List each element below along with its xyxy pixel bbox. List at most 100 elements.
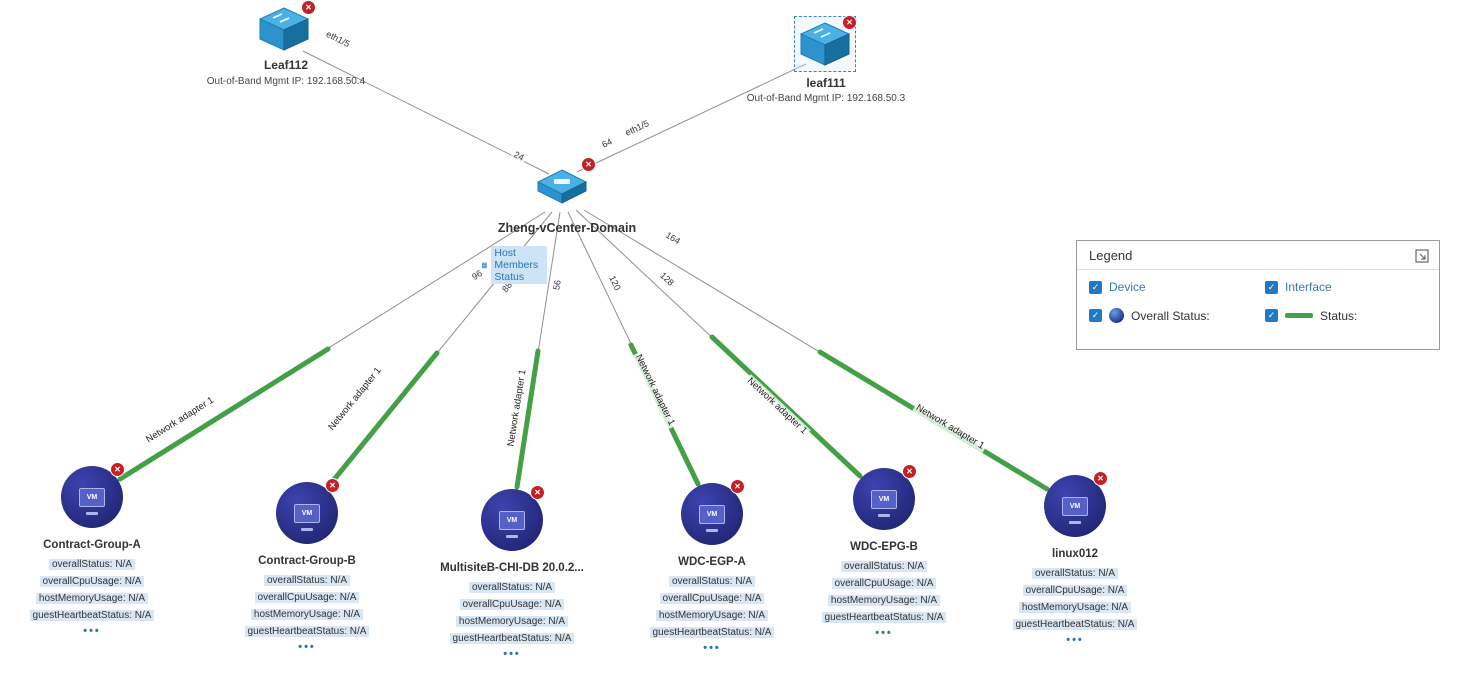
edge-vcenter-leaf111[interactable] — [576, 63, 807, 173]
vm-monitor-icon: VM — [699, 504, 725, 524]
vm-attributes: overallStatus: N/A overallCpuUsage: N/A … — [975, 564, 1175, 632]
selection-box: ✕ — [794, 15, 857, 72]
vm-monitor-stand — [86, 512, 98, 515]
more-options-icon[interactable]: ••• — [298, 641, 316, 653]
vm-node-contract-group-b: VM ✕ Contract-Group-B overallStatus: N/A… — [207, 478, 407, 653]
vm-monitor-stand — [301, 528, 313, 531]
vm-node-linux012: VM ✕ linux012 overallStatus: N/A overall… — [975, 471, 1175, 646]
vm-attr: overallStatus: N/A — [48, 559, 136, 570]
vm-attr: overallStatus: N/A — [668, 576, 756, 587]
node-label-leaf112: Leaf112 — [263, 58, 309, 72]
critical-alert-badge-icon: ✕ — [581, 157, 596, 172]
vds-3d-icon — [536, 169, 588, 204]
vds-switch-icon[interactable]: ✕ — [536, 157, 596, 206]
status-link-vm1[interactable] — [117, 346, 331, 482]
vm-monitor-stand — [878, 514, 890, 517]
vm-icon[interactable]: VM ✕ — [853, 464, 917, 530]
vm-attr: guestHeartbeatStatus: N/A — [821, 612, 947, 623]
vm-attr: overallStatus: N/A — [1031, 568, 1119, 579]
vm-attr: overallStatus: N/A — [468, 582, 556, 593]
vm-monitor-stand — [1069, 521, 1081, 524]
leaf-switch-icon[interactable]: ✕ — [799, 15, 857, 67]
vm-icon[interactable]: VM ✕ — [61, 462, 125, 528]
mgmt-ip-label-leaf111: Out-of-Band Mgmt IP: 192.168.50.3 — [746, 93, 906, 104]
legend-title: Legend — [1089, 248, 1133, 263]
vm-monitor-icon: VM — [1062, 496, 1088, 516]
vm-attributes: overallStatus: N/A overallCpuUsage: N/A … — [612, 572, 812, 640]
vm-attr: guestHeartbeatStatus: N/A — [29, 610, 155, 621]
more-options-icon[interactable]: ••• — [1066, 634, 1084, 646]
vm-name-label: MultisiteB-CHI-DB 20.0.2... — [440, 562, 584, 574]
vm-icon[interactable]: VM ✕ — [481, 485, 545, 551]
edge-vcenter-leaf112[interactable] — [302, 50, 550, 175]
vm-icon[interactable]: VM ✕ — [276, 478, 340, 544]
status-checkbox[interactable]: ✓ — [1265, 309, 1278, 322]
vm-attr: hostMemoryUsage: N/A — [1018, 602, 1132, 613]
critical-alert-badge-icon: ✕ — [902, 464, 917, 479]
vm-icon[interactable]: VM ✕ — [681, 479, 745, 545]
critical-alert-badge-icon: ✕ — [1093, 471, 1108, 486]
vm-attributes: overallStatus: N/A overallCpuUsage: N/A … — [784, 557, 984, 625]
vm-attr: hostMemoryUsage: N/A — [35, 593, 149, 604]
more-options-icon[interactable]: ••• — [83, 625, 101, 637]
table-grid-icon — [482, 262, 488, 268]
vm-icon[interactable]: VM ✕ — [1044, 471, 1108, 537]
legend-label-status: Status: — [1320, 308, 1358, 323]
vm-attr: overallCpuUsage: N/A — [1022, 585, 1128, 596]
vm-attr: hostMemoryUsage: N/A — [250, 609, 364, 620]
node-label-leaf111: leaf111 — [806, 76, 846, 90]
vm-name-label: Contract-Group-A — [43, 539, 141, 551]
vm-attr: overallCpuUsage: N/A — [831, 578, 937, 589]
vm-attr: hostMemoryUsage: N/A — [655, 610, 769, 621]
status-link-vm2[interactable] — [325, 350, 440, 490]
vm-attr: overallCpuUsage: N/A — [254, 592, 360, 603]
status-link-vm3[interactable] — [514, 348, 541, 490]
vm-name-label: linux012 — [1051, 548, 1099, 560]
legend-label-overall-status: Overall Status: — [1131, 308, 1210, 323]
legend-item-device: ✓ Device — [1089, 280, 1265, 294]
vm-name-label: WDC-EPG-B — [850, 541, 918, 553]
vm-attr: hostMemoryUsage: N/A — [455, 616, 569, 627]
switch-3d-icon — [799, 22, 851, 66]
vm-attr: overallStatus: N/A — [263, 575, 351, 586]
legend-label-device: Device — [1109, 280, 1146, 294]
vm-attr: guestHeartbeatStatus: N/A — [449, 633, 575, 644]
host-members-status-label: Host Members Status — [491, 246, 547, 284]
vm-monitor-icon: VM — [294, 503, 320, 523]
legend-expand-icon[interactable] — [1415, 248, 1429, 263]
host-members-status-button[interactable]: Host Members Status — [482, 246, 547, 284]
legend-label-interface: Interface — [1285, 280, 1332, 294]
legend-items: ✓ Device ✓ Interface ✓ Overall Status: ✓… — [1077, 270, 1439, 333]
mgmt-ip-label-leaf112: Out-of-Band Mgmt IP: 192.168.50.4 — [206, 76, 366, 87]
leaf-switch-icon[interactable]: ✕ — [258, 0, 316, 52]
vm-node-wdc-egp-a: VM ✕ WDC-EGP-A overallStatus: N/A overal… — [612, 479, 812, 654]
critical-alert-badge-icon: ✕ — [110, 462, 125, 477]
status-line-icon — [1285, 313, 1313, 318]
interface-checkbox[interactable]: ✓ — [1265, 280, 1278, 294]
critical-alert-badge-icon: ✕ — [842, 15, 857, 30]
legend-item-status: ✓ Status: — [1265, 308, 1427, 323]
vm-monitor-stand — [706, 529, 718, 532]
more-options-icon[interactable]: ••• — [703, 642, 721, 654]
vm-attr: overallCpuUsage: N/A — [659, 593, 765, 604]
vm-monitor-icon: VM — [499, 510, 525, 530]
critical-alert-badge-icon: ✕ — [325, 478, 340, 493]
device-checkbox[interactable]: ✓ — [1089, 280, 1102, 294]
vm-monitor-icon: VM — [871, 489, 897, 509]
more-options-icon[interactable]: ••• — [875, 627, 893, 639]
vm-attributes: overallStatus: N/A overallCpuUsage: N/A … — [0, 555, 192, 623]
critical-alert-badge-icon: ✕ — [730, 479, 745, 494]
legend-panel: Legend ✓ Device ✓ Interface ✓ Overall St… — [1076, 240, 1440, 350]
overall-status-checkbox[interactable]: ✓ — [1089, 309, 1102, 322]
critical-alert-badge-icon: ✕ — [530, 485, 545, 500]
vm-attributes: overallStatus: N/A overallCpuUsage: N/A … — [412, 578, 612, 646]
vm-attr: overallCpuUsage: N/A — [39, 576, 145, 587]
legend-item-overall-status: ✓ Overall Status: — [1089, 308, 1265, 323]
vm-monitor-stand — [506, 535, 518, 538]
vm-node-multisiteb-chi-db: VM ✕ MultisiteB-CHI-DB 20.0.2... overall… — [412, 485, 612, 660]
vm-attributes: overallStatus: N/A overallCpuUsage: N/A … — [207, 571, 407, 639]
vm-name-label: Contract-Group-B — [258, 555, 356, 567]
vm-node-wdc-epg-b: VM ✕ WDC-EPG-B overallStatus: N/A overal… — [784, 464, 984, 639]
more-options-icon[interactable]: ••• — [503, 648, 521, 660]
legend-item-interface: ✓ Interface — [1265, 280, 1427, 294]
